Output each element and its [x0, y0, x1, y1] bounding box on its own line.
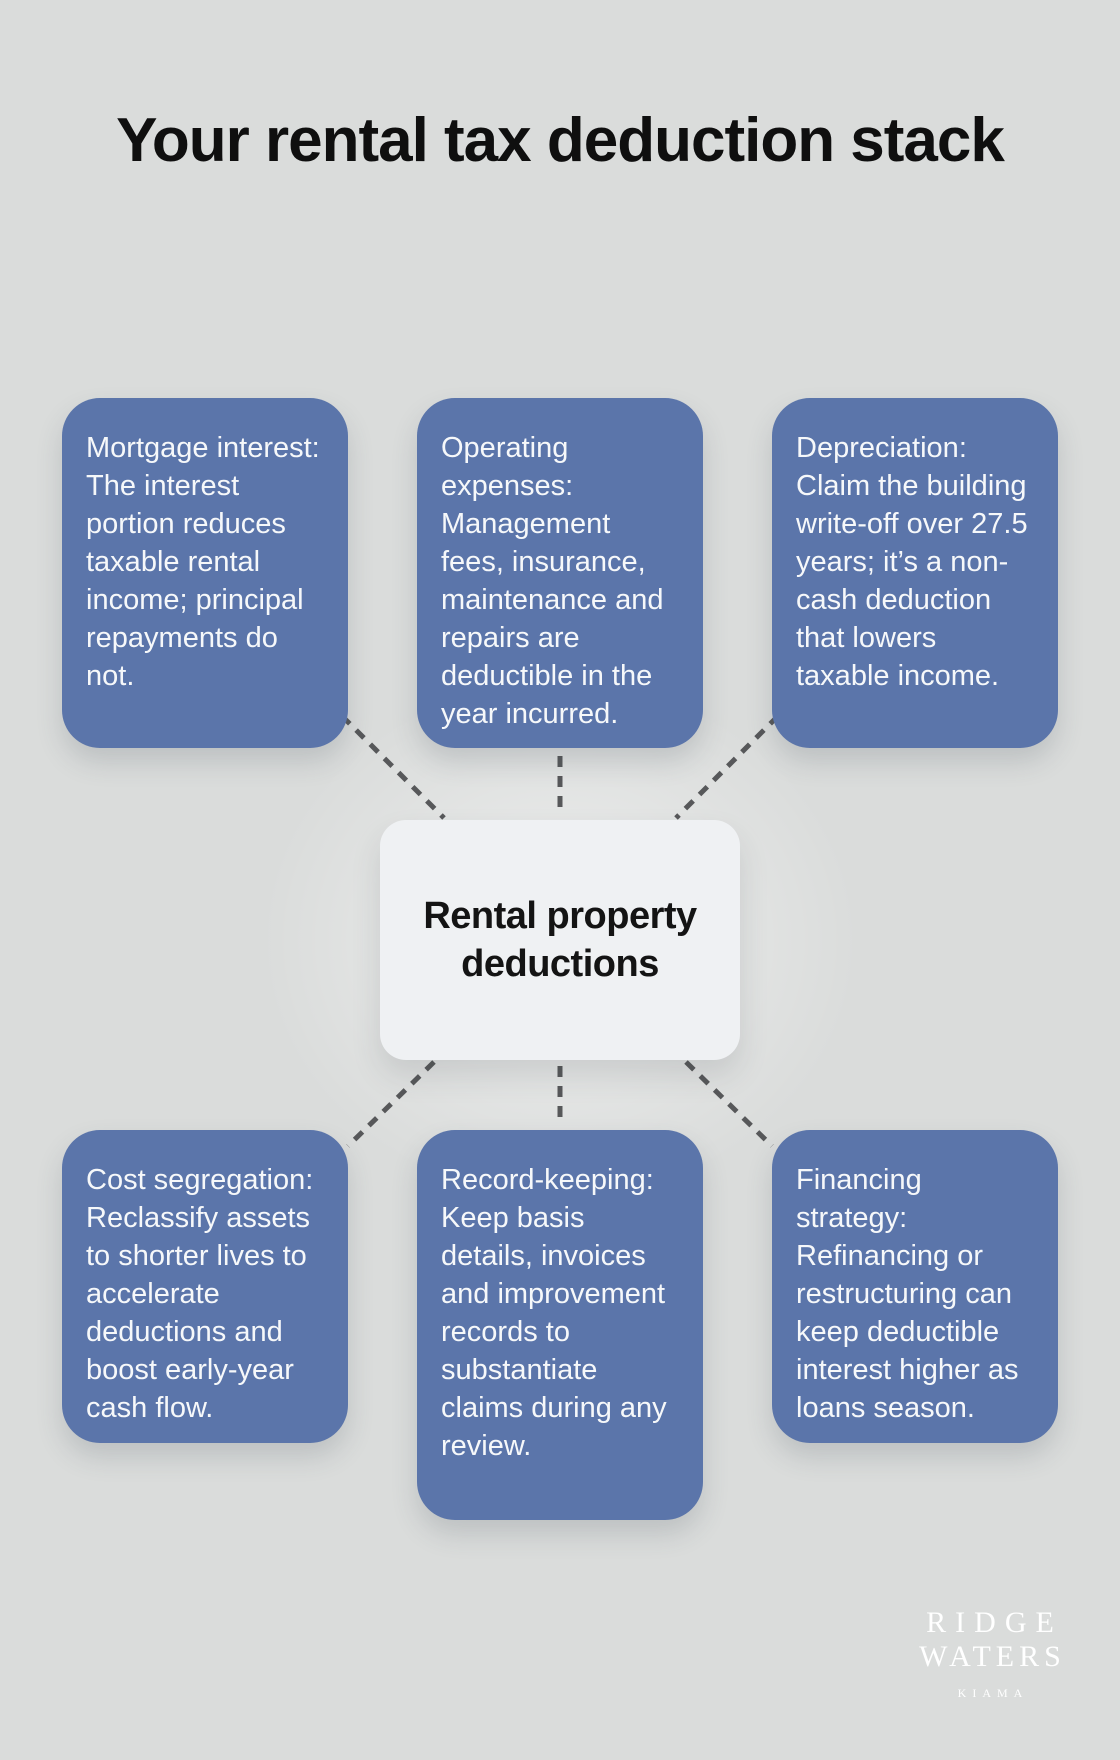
- card-depreciation: Depreciation: Claim the building write-o…: [772, 398, 1058, 748]
- card-cost-segregation: Cost segregation: Reclassify assets to s…: [62, 1130, 348, 1443]
- connector-bottom-right: [684, 1060, 774, 1148]
- center-node: Rental property deductions: [380, 820, 740, 1060]
- brand-logo-waters: WATERS: [919, 1640, 1066, 1673]
- card-operating-expenses: Operating expenses: Management fees, ins…: [417, 398, 703, 748]
- card-cost-segregation-text: Cost segregation: Reclassify assets to s…: [86, 1164, 314, 1424]
- card-operating-expenses-text: Operating expenses: Management fees, ins…: [441, 432, 664, 730]
- card-financing-strategy-text: Financing strategy: Refinancing or restr…: [796, 1164, 1019, 1424]
- card-record-keeping-text: Record-keeping: Keep basis details, invo…: [441, 1164, 667, 1462]
- card-mortgage-interest-text: Mortgage interest: The interest portion …: [86, 432, 320, 692]
- brand-logo-ridge: RIDGE: [926, 1606, 1063, 1639]
- card-depreciation-text: Depreciation: Claim the building write-o…: [796, 432, 1028, 692]
- page-title: Your rental tax deduction stack: [116, 106, 1005, 175]
- center-node-label: Rental property deductions: [423, 895, 697, 985]
- brand-logo-kiama: KIAMA: [957, 1686, 1029, 1700]
- card-mortgage-interest: Mortgage interest: The interest portion …: [62, 398, 348, 748]
- card-financing-strategy: Financing strategy: Refinancing or restr…: [772, 1130, 1058, 1443]
- brand-logo: RIDGE WATERS KIAMA: [870, 1606, 1110, 1700]
- card-record-keeping: Record-keeping: Keep basis details, invo…: [417, 1130, 703, 1520]
- connector-bottom-left: [346, 1060, 436, 1148]
